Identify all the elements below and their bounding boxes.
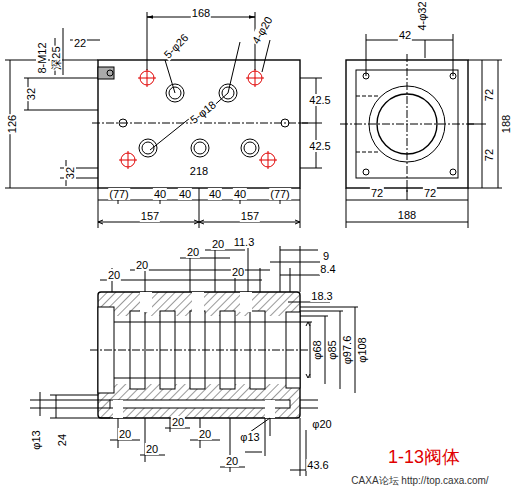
- dimension-label: 1-13阀体: [387, 447, 461, 467]
- dimension-label: (77): [269, 188, 291, 200]
- drawing-stroke: [110, 400, 290, 408]
- dimension-label: 40: [178, 188, 192, 200]
- dimension-label: 9: [322, 250, 330, 262]
- drawing-stroke: [450, 169, 456, 175]
- dimension-label: 20: [135, 259, 149, 271]
- dimension-label: φ85: [326, 339, 338, 360]
- dimension-label: 20: [118, 428, 132, 440]
- dimension-label: 126: [6, 114, 18, 134]
- drawing-stroke: [252, 17, 255, 18]
- dimension-label: 5-φ26: [161, 31, 192, 62]
- drawing-stroke: [192, 292, 204, 312]
- dimension-label: 168: [191, 7, 211, 19]
- drawing-stroke: [340, 54, 474, 194]
- dimension-label: φ68: [311, 339, 323, 360]
- drawing-stroke: [98, 67, 114, 79]
- section-view: [30, 238, 358, 476]
- drawing-stroke: [98, 292, 300, 418]
- dimension-label: 72: [423, 187, 437, 199]
- dimension-label: (77): [108, 188, 130, 200]
- drawing-stroke: [139, 139, 157, 157]
- drawing-stroke: [300, 78, 322, 168]
- dimension-label: 218: [189, 165, 209, 177]
- dimension-label: 42: [398, 29, 412, 41]
- dimension-label: 深25: [50, 45, 62, 70]
- dimension-label: φ108: [356, 336, 368, 364]
- dimension-label: 20: [107, 269, 121, 281]
- dimension-label: 188: [500, 114, 512, 134]
- dimension-label: 157: [140, 210, 160, 222]
- dimension-label: 24: [56, 433, 68, 447]
- dimension-label: 32: [25, 87, 37, 101]
- dimension-label: 20: [225, 455, 239, 467]
- drawing-stroke: [240, 292, 252, 312]
- dimension-label: 20: [198, 428, 212, 440]
- dimension-label: 40: [208, 188, 222, 200]
- drawing-stroke: [468, 60, 502, 188]
- drawing-stroke: [113, 400, 123, 418]
- drawing-stroke: [244, 142, 256, 154]
- drawing-stroke: [98, 220, 300, 224]
- dimension-label: 4-φ20: [249, 14, 275, 47]
- dimension-label: 20: [186, 246, 200, 258]
- dimension-label: φ13: [30, 429, 42, 450]
- drawing-stroke: [119, 69, 277, 169]
- dimension-label: 72: [483, 88, 495, 102]
- drawing-stroke: [300, 307, 358, 322]
- dimension-label: 18.3: [310, 290, 333, 302]
- dimension-label: 42.5: [308, 140, 331, 152]
- dimension-label: φ97.6: [341, 335, 353, 366]
- drawing-stroke: [194, 142, 206, 154]
- dimension-label: 20: [211, 238, 225, 250]
- drawing-stroke: [98, 188, 300, 228]
- drawing-stroke: [363, 169, 369, 175]
- dimension-label: 72: [483, 148, 495, 162]
- drawing-stroke: [147, 17, 150, 18]
- drawing-stroke: [140, 292, 152, 312]
- dimension-label: 20: [231, 266, 245, 278]
- drawing-stroke: [30, 238, 358, 476]
- dimension-label: 72: [370, 187, 384, 199]
- drawing-stroke: [306, 322, 310, 378]
- top-view: [5, 12, 322, 228]
- drawing-stroke: [90, 350, 310, 351]
- drawing-stroke: [5, 60, 98, 188]
- dimension-label: φ13: [239, 431, 260, 443]
- dimension-label: 32: [64, 166, 76, 180]
- drawing-stroke: [241, 139, 259, 157]
- drawing-stroke: [191, 139, 209, 157]
- drawing-stroke: [310, 307, 355, 393]
- dimension-label: 8.4: [319, 263, 336, 275]
- dimension-label: 11.3: [233, 236, 256, 248]
- dimension-label: 8-M12: [36, 41, 48, 74]
- dimension-label: 4-φ32: [416, 0, 428, 31]
- dimension-label: 20: [145, 443, 159, 455]
- dimension-label: 20: [171, 416, 185, 428]
- drawing-stroke: [346, 188, 468, 228]
- drawing-stroke: [30, 392, 110, 418]
- dimension-label: CAXA论坛 http://top.caxa.com/: [350, 475, 489, 487]
- dimension-label: 22: [73, 37, 87, 49]
- drawing-stroke: [119, 69, 277, 169]
- drawing-stroke: [92, 123, 308, 124]
- dimension-label: 43.6: [306, 459, 329, 471]
- side-view: [340, 34, 502, 228]
- drawing-stroke: [265, 400, 275, 418]
- drawing-stroke: [110, 418, 300, 476]
- dimension-label: 188: [397, 209, 417, 221]
- dimension-label: φ20: [311, 418, 332, 430]
- drawing-stroke: [98, 60, 300, 188]
- drawing-stroke: [107, 70, 113, 76]
- dimension-label: 40: [233, 188, 247, 200]
- drawing-stroke: [98, 292, 300, 418]
- dimension-label: 157: [240, 210, 260, 222]
- dimension-label: 40: [153, 188, 167, 200]
- drawing-stroke: [147, 12, 255, 70]
- dimension-label: 5-φ18: [187, 98, 219, 127]
- dimension-label: 42.5: [308, 94, 331, 106]
